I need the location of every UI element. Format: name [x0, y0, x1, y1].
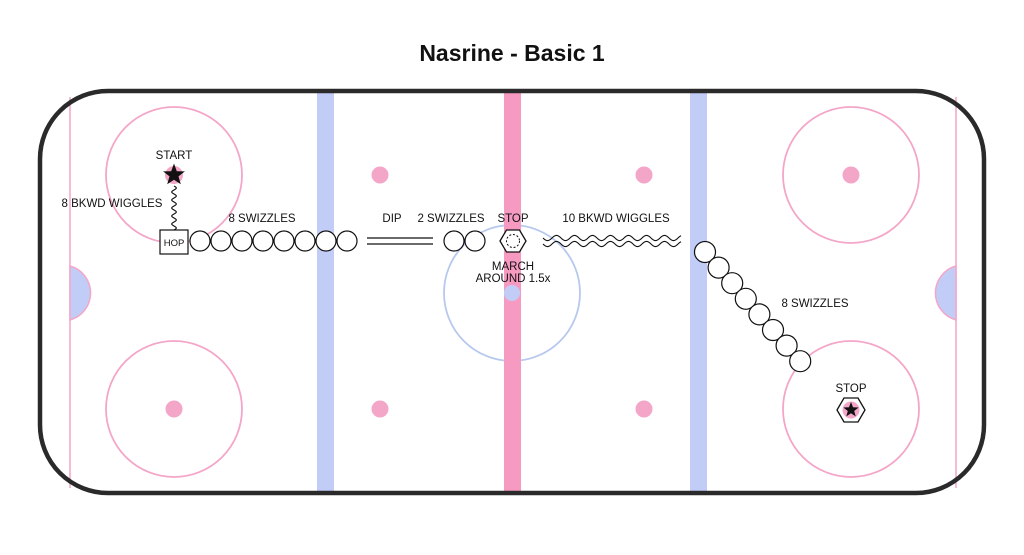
swizzles-row-1 — [189, 230, 358, 252]
neutral-dot-bottom-left — [371, 400, 389, 418]
hop-label: HOP — [164, 238, 185, 249]
stop-label-2: STOP — [835, 383, 866, 395]
swizzle-circle — [721, 272, 744, 295]
hop-box — [159, 229, 189, 255]
march-label-line2: AROUND 1.5x — [476, 273, 551, 285]
swizzle-circle — [734, 287, 757, 310]
faceoff-circle-top-right — [782, 106, 920, 244]
neutral-dot-top-left — [371, 166, 389, 184]
blue-line-left — [317, 93, 334, 491]
march-label-line1: MARCH — [492, 261, 534, 273]
neutral-dot-bottom-right — [635, 400, 653, 418]
swizzle-circle — [231, 230, 253, 252]
swizzle-circle — [748, 303, 771, 326]
swizzle-circle — [707, 256, 730, 279]
faceoff-circle-bottom-right — [782, 340, 920, 478]
swizzle-circle — [252, 230, 274, 252]
swizzles-label-2: 2 SWIZZLES — [417, 213, 484, 225]
bkwd-wiggles-horizontal-bottom — [542, 240, 682, 248]
end-star-icon — [843, 402, 859, 417]
swizzles-label-3: 8 SWIZZLES — [781, 298, 848, 310]
stop-hexagon-center — [499, 229, 527, 253]
stop-label-1: STOP — [497, 213, 528, 225]
swizzle-circle — [464, 230, 486, 252]
start-label: START — [156, 150, 193, 162]
neutral-dot-top-right — [635, 166, 653, 184]
faceoff-dot-bottom-left — [165, 400, 183, 418]
swizzle-circle — [761, 318, 785, 342]
goal-crease-right — [934, 265, 957, 321]
swizzle-circle — [443, 230, 465, 252]
swizzles-label-1: 8 SWIZZLES — [228, 213, 295, 225]
swizzles-diagonal — [693, 240, 812, 373]
swizzle-circle — [315, 230, 337, 252]
swizzle-circle — [189, 230, 211, 252]
swizzle-circle — [789, 350, 812, 373]
start-star-icon — [163, 163, 185, 185]
faceoff-circle-bottom-left — [105, 340, 243, 478]
bkwd-wiggles-vertical — [170, 185, 178, 231]
rink-boards — [37, 88, 987, 496]
swizzle-circle — [294, 230, 316, 252]
bkwd-wiggles-label-1: 8 BKWD WIGGLES — [62, 198, 163, 210]
faceoff-dot-top-right — [842, 166, 860, 184]
swizzle-circle — [210, 230, 232, 252]
swizzle-circle — [336, 230, 358, 252]
start-marker — [163, 163, 185, 185]
diagram-title: Nasrine - Basic 1 — [419, 40, 605, 66]
swizzle-circle — [693, 240, 717, 264]
bkwd-wiggles-horizontal-top — [542, 234, 682, 242]
bkwd-wiggles-label-2: 10 BKWD WIGGLES — [562, 213, 670, 225]
goal-crease-left — [69, 265, 92, 321]
march-around-icon — [506, 234, 520, 248]
dip-label: DIP — [382, 213, 402, 225]
swizzles-row-2 — [443, 230, 486, 252]
swizzle-circle — [775, 334, 798, 357]
blue-line-right — [690, 93, 707, 491]
center-faceoff-dot — [504, 285, 520, 301]
swizzle-circle — [273, 230, 295, 252]
